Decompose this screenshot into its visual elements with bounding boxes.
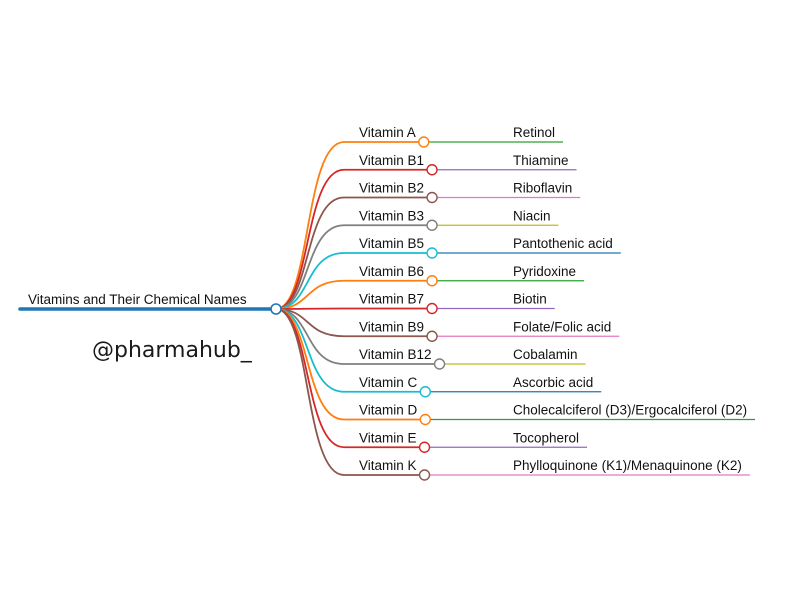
root-node-group: Vitamins and Their Chemical Names — [18, 292, 282, 315]
chemical-label: Thiamine — [513, 153, 569, 168]
chemical-label: Folate/Folic acid — [513, 319, 611, 334]
chemical-label: Pantothenic acid — [513, 236, 613, 251]
chemical-label: Biotin — [513, 292, 547, 307]
vitamin-label: Vitamin B12 — [359, 347, 432, 362]
vitamin-label: Vitamin D — [359, 403, 418, 418]
branch-node-circle[interactable] — [419, 386, 431, 398]
branch-node-circle[interactable] — [418, 469, 431, 481]
vitamin-label: Vitamin B5 — [359, 236, 424, 251]
chemical-label: Riboflavin — [513, 181, 572, 196]
branch-link — [275, 308, 420, 476]
chemical-label: Phylloquinone (K1)/Menaquinone (K2) — [513, 458, 742, 473]
vitamin-label: Vitamin B2 — [359, 181, 424, 196]
chemical-label: Pyridoxine — [513, 264, 576, 279]
vitamin-label: Vitamin B6 — [359, 264, 424, 279]
watermark-handle: @pharmahub_ — [92, 338, 252, 363]
branch-link — [275, 224, 428, 310]
vitamin-label: Vitamin K — [359, 458, 417, 473]
vitamin-label: Vitamin C — [359, 375, 418, 390]
branch-link — [275, 196, 428, 310]
branch-link — [275, 307, 428, 310]
chemical-label: Niacin — [513, 208, 551, 223]
branch-link — [275, 252, 428, 310]
chemical-label: Cobalamin — [513, 347, 578, 362]
branch-node-circle[interactable] — [426, 330, 438, 342]
branch-node-circle[interactable] — [426, 164, 438, 176]
branch-node-circle[interactable] — [418, 441, 431, 453]
branch-node-circle[interactable] — [418, 136, 430, 148]
root-node-circle[interactable] — [270, 303, 282, 315]
chemical-label: Retinol — [513, 125, 555, 140]
vitamin-label: Vitamin B1 — [359, 153, 424, 168]
branch-node-circle[interactable] — [419, 413, 431, 426]
branch-node-circle[interactable] — [433, 358, 446, 370]
branch-node-circle[interactable] — [426, 247, 438, 259]
vitamin-label: Vitamin B9 — [359, 319, 424, 334]
vitamin-label: Vitamin B7 — [359, 292, 424, 307]
branch-links — [275, 141, 756, 476]
chemical-label: Ascorbic acid — [513, 375, 593, 390]
chemical-label: Cholecalciferol (D3)/Ergocalciferol (D2) — [513, 403, 747, 418]
vitamin-label: Vitamin E — [359, 430, 417, 445]
branch-link — [275, 141, 419, 310]
chemical-label: Tocopherol — [513, 430, 579, 445]
vitamin-label: Vitamin A — [359, 125, 416, 140]
vitamin-label: Vitamin B3 — [359, 208, 424, 223]
branch-node-circle[interactable] — [426, 219, 438, 231]
branch-node-circle[interactable] — [426, 275, 438, 287]
branch-link — [275, 279, 428, 310]
root-label: Vitamins and Their Chemical Names — [28, 292, 247, 307]
branch-node-circle[interactable] — [426, 302, 438, 315]
branch-node-circle[interactable] — [426, 191, 438, 204]
